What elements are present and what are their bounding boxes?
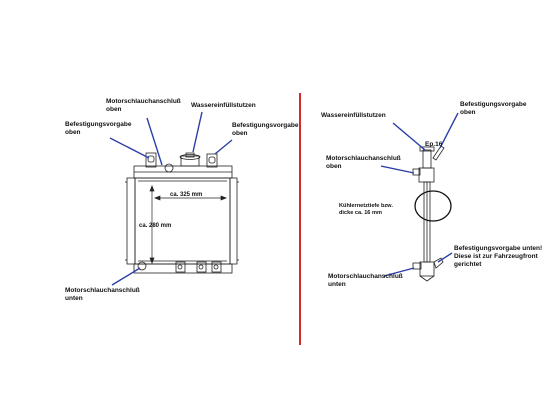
bottom-tank [133,263,233,274]
side-view [412,145,445,282]
upper-hose-outlet [164,163,174,173]
label-cap-spec: Ep.16 [425,141,443,148]
right-pointers [380,112,459,277]
side-upper-hose [412,168,421,176]
label-core-depth: Kühlernetztiefe bzw.dicke ca. 16 mm [339,203,393,216]
right-side-tank [229,177,238,265]
label-water-inlet-left: Wassereinfüllstutzen [191,102,256,109]
height-dimension-label: ca. 280 mm [139,223,171,229]
side-bottom-bracket [433,257,444,269]
width-dimension-label: ca. 325 mm [170,192,202,198]
side-top-bracket [432,145,445,161]
top-left-bracket [145,152,157,168]
core-depth-highlight [414,190,452,222]
filler-neck [180,155,200,167]
side-top-tank [418,167,435,183]
label-mount-bottom-side: Befestigungsvorgabe unten!Diese ist zur … [454,245,542,268]
side-bottom-tank [419,261,435,277]
side-filler-neck [422,149,432,169]
side-lower-hose [412,262,422,270]
top-right-bracket [206,153,218,168]
radiator-core [134,177,231,265]
lower-hose-outlet [137,261,147,271]
dimension-lines [149,185,227,264]
label-water-inlet-right: Wassereinfüllstutzen [321,112,386,119]
front-view [125,152,239,274]
left-pointers [109,111,233,286]
left-side-tank [126,177,136,265]
